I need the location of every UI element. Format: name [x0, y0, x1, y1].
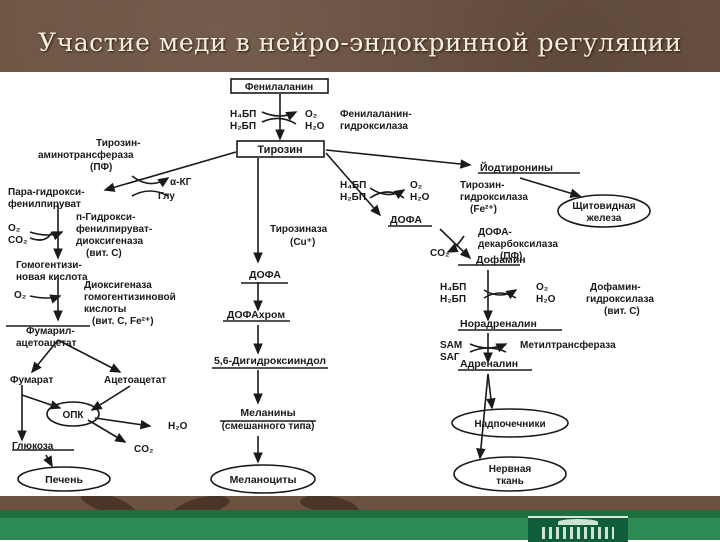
dopa-right-label: ДОФА [390, 214, 422, 226]
sam-label: SAM [440, 340, 462, 351]
dopachrome-label: ДОФАхром [227, 309, 285, 321]
sag-label: SAГ [440, 352, 460, 363]
hppd-line2: фенилпируват- [76, 223, 152, 235]
h2o-right-label: H₂O [410, 192, 430, 203]
metabolic-diagram: Фенилаланин Н₄БП Н₂БП O₂ H₂O Фенилаланин… [0, 72, 720, 500]
phenylalanine-label: Фенилаланин [245, 82, 313, 93]
hgd-line1: Диоксигеназа [84, 280, 152, 291]
tca-label: ОПК [62, 410, 84, 421]
tyr-aminotransferase-line2: аминотрансфераза [38, 149, 134, 161]
ddc-line2: декарбоксилаза [478, 238, 558, 250]
ddc-line1: ДОФА- [478, 227, 512, 238]
o2-label: O₂ [305, 109, 317, 120]
tyr-aminotransferase-line1: Тирозин- [96, 138, 140, 149]
adrenaline-label: Адреналин [460, 358, 518, 370]
tyr-hydroxylase-line1: Тирозин- [460, 180, 504, 191]
acetoacetate-label: Ацетоацетат [104, 375, 166, 386]
phe-hydroxylase-line2: гидроксилаза [340, 121, 408, 132]
h2o-dopamine-label: H₂O [536, 294, 556, 305]
phe-hydroxylase-line1: Фенилаланин- [340, 109, 412, 120]
h4bp-label: Н₄БП [230, 109, 256, 120]
h2bp-label: Н₂БП [230, 121, 256, 132]
hgd-line4: (вит. С, Fe²⁺) [92, 316, 154, 327]
methyltransferase-label: Метилтрансфераза [520, 339, 616, 351]
dhi-label: 5,6-Дигидроксииндол [214, 355, 326, 367]
co2-left-label: CO₂ [8, 235, 27, 246]
tyr-aminotransferase-line3: (ПФ) [90, 162, 112, 173]
tyrosine-label: Тирозин [257, 144, 302, 156]
h2bp-dopamine-label: Н₂БП [440, 294, 466, 305]
fumarylacetoacetate-line1: Фумарил- [26, 326, 75, 337]
noradrenaline-label: Норадреналин [460, 318, 537, 330]
melanins-line2: (смешанного типа) [222, 421, 315, 432]
dopa-center-label: ДОФА [249, 269, 281, 281]
o2-right-label: O₂ [410, 180, 422, 191]
tyrosinase-line1: Тирозиназа [270, 224, 328, 235]
hgd-line2: гомогентизиновой [84, 292, 176, 303]
iodothyronines-label: Йодтиронины [480, 161, 553, 174]
thyroid-ellipse [557, 194, 651, 228]
alpha-kg-label: α-КГ [170, 177, 192, 188]
ddc-line3: (ПФ) [500, 251, 522, 262]
h2o-bottom-label: H₂O [168, 421, 188, 432]
fumarylacetoacetate-line2: ацетоацетат [16, 338, 77, 349]
o2-left-label: O₂ [8, 223, 20, 234]
o2-dopamine-label: O₂ [536, 282, 548, 293]
thyroid-line2: железа [586, 213, 622, 224]
tca-ellipse [46, 401, 100, 427]
title-bar: Участие меди в нейро-эндокринной регуляц… [0, 0, 720, 72]
dbh-line3: (вит. С) [604, 306, 640, 317]
tyr-hydroxylase-line3: (Fe²⁺) [470, 204, 497, 215]
slide-title: Участие меди в нейро-эндокринной регуляц… [38, 28, 682, 57]
phenylalanine-box [230, 78, 329, 94]
logo-dome [558, 519, 598, 525]
hppd-line3: диоксигеназа [76, 236, 143, 247]
liver-ellipse [17, 466, 111, 492]
homogentisic-line1: Гомогентизи- [16, 260, 82, 271]
para-hppa-line1: Пара-гидрокси- [8, 187, 85, 198]
university-building-logo [528, 516, 628, 542]
thyroid-line1: Щитовидная [572, 201, 635, 212]
melanocytes-label: Меланоциты [230, 474, 297, 486]
title-bar-texture [0, 0, 720, 72]
glu-label: Глу [158, 191, 175, 202]
h2bp-right-label: Н₂БП [340, 192, 366, 203]
h2o-label: H₂O [305, 121, 325, 132]
melanocytes-ellipse [210, 464, 316, 494]
co2-ddc-label: CO₂ [430, 248, 449, 259]
o2-hgd-label: O₂ [14, 290, 26, 301]
liver-label: Печень [45, 474, 83, 486]
tyrosinase-line2: (Cu⁺) [290, 237, 315, 248]
nervous-line1: Нервная [489, 464, 532, 475]
hgd-line3: кислоты [84, 304, 126, 315]
diagram-svg: Фенилаланин Н₄БП Н₂БП O₂ H₂O Фенилаланин… [6, 78, 654, 494]
tyr-hydroxylase-line2: гидроксилаза [460, 192, 528, 203]
adrenal-ellipse [451, 408, 569, 438]
dbh-line1: Дофамин- [590, 281, 641, 293]
homogentisic-line2: новая кислота [16, 272, 88, 283]
dopamine-label: Дофамин [476, 254, 526, 266]
h4bp-right-label: Н₄БП [340, 180, 366, 191]
hppd-line4: (вит. С) [86, 248, 122, 259]
logo-columns [542, 527, 614, 539]
melanins-line1: Меланины [240, 407, 295, 419]
h4bp-dopamine-label: Н₄БП [440, 282, 466, 293]
para-hppa-line2: фенилпируват [8, 198, 81, 210]
fumarate-label: Фумарат [10, 375, 53, 386]
glucose-label: Глюкоза [12, 441, 54, 452]
tyrosine-box [236, 140, 325, 158]
adrenal-label: Надпочечники [474, 419, 545, 430]
nervous-ellipse [453, 456, 567, 492]
hppd-line1: п-Гидрокси- [76, 212, 135, 223]
co2-bottom-label: CO₂ [134, 444, 153, 455]
nervous-line2: ткань [496, 476, 524, 487]
dbh-line2: гидроксилаза [586, 294, 654, 305]
